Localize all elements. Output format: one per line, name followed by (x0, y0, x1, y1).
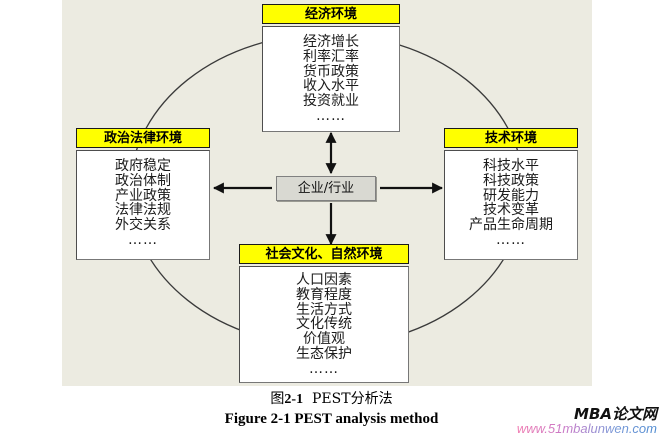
pest-box-economic: 经济环境 经济增长 利率汇率 货币政策 收入水平 投资就业 …… (262, 4, 400, 132)
pest-item: 外交关系 (115, 217, 171, 234)
pest-item: 法律法规 (115, 202, 171, 219)
pest-center-node: 企业/行业 (276, 176, 376, 201)
pest-item-ellipsis: …… (496, 232, 526, 249)
pest-item: 利率汇率 (303, 48, 359, 65)
pest-box-political-legal-title: 政治法律环境 (76, 128, 210, 148)
pest-box-social-cultural-natural-items: 人口因素 教育程度 生活方式 文化传统 价值观 生态保护 …… (239, 266, 409, 383)
pest-item: 产业政策 (115, 187, 171, 204)
pest-item: 技术变革 (483, 202, 539, 219)
figure-caption-english: Figure 2-1 PEST analysis method (224, 411, 439, 427)
pest-box-technological: 技术环境 科技水平 科技政策 研发能力 技术变革 产品生命周期 …… (444, 128, 578, 260)
pest-item: 产品生命周期 (469, 217, 553, 234)
caption-rest: PEST分析法 (312, 391, 393, 407)
pest-item: 文化传统 (296, 316, 352, 333)
figure-caption-chinese: 图2-1 PEST分析法 (0, 388, 663, 408)
pest-item: 科技政策 (483, 172, 539, 189)
pest-item: 收入水平 (303, 78, 359, 95)
pest-item: 价值观 (303, 331, 345, 348)
watermark-url: www.51mbalunwen.com (516, 421, 657, 437)
pest-item: 科技水平 (483, 158, 539, 174)
pest-item: 生活方式 (296, 301, 352, 318)
pest-item-ellipsis: …… (309, 360, 339, 377)
pest-box-technological-items: 科技水平 科技政策 研发能力 技术变革 产品生命周期 …… (444, 150, 578, 260)
caption-number: 2-1 (284, 392, 304, 407)
watermark-brand: MBA论文网 (574, 404, 657, 423)
pest-item: 人口因素 (296, 272, 352, 288)
pest-box-economic-title: 经济环境 (262, 4, 400, 24)
pest-item: 生态保护 (296, 346, 352, 363)
pest-item-ellipsis: …… (128, 232, 158, 249)
pest-item: 政府稳定 (115, 158, 171, 174)
pest-box-political-legal: 政治法律环境 政府稳定 政治体制 产业政策 法律法规 外交关系 …… (76, 128, 210, 260)
caption-prefix: 图 (270, 391, 285, 407)
pest-box-social-cultural-natural: 社会文化、自然环境 人口因素 教育程度 生活方式 文化传统 价值观 生态保护 …… (239, 244, 409, 383)
pest-item: 研发能力 (483, 187, 539, 204)
pest-item: 货币政策 (303, 63, 359, 80)
pest-item: 政治体制 (115, 172, 171, 189)
pest-item: 经济增长 (303, 34, 359, 50)
pest-box-political-legal-items: 政府稳定 政治体制 产业政策 法律法规 外交关系 …… (76, 150, 210, 260)
pest-item: 投资就业 (303, 93, 359, 110)
pest-box-economic-items: 经济增长 利率汇率 货币政策 收入水平 投资就业 …… (262, 26, 400, 132)
pest-item-ellipsis: …… (316, 108, 346, 125)
pest-diagram-panel: 经济环境 经济增长 利率汇率 货币政策 收入水平 投资就业 …… 政治法律环境 … (62, 0, 592, 386)
watermark: MBA论文网 www.51mbalunwen.com (516, 404, 657, 437)
pest-box-social-cultural-natural-title: 社会文化、自然环境 (239, 244, 409, 264)
pest-item: 教育程度 (296, 286, 352, 303)
pest-box-technological-title: 技术环境 (444, 128, 578, 148)
